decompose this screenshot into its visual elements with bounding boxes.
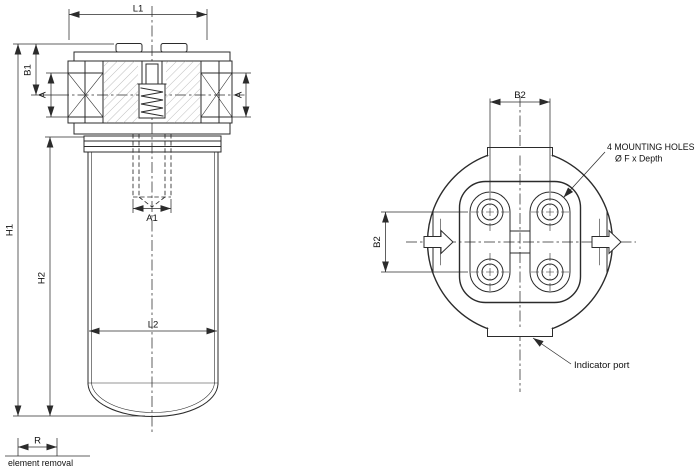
mounting-holes-note-line2: Ø F x Depth — [615, 154, 663, 164]
dim-h2-label: H2 — [37, 272, 48, 284]
bypass-valve-spring — [137, 60, 167, 119]
note-indicator-port: Indicator port — [532, 337, 630, 371]
dim-b1: B1 — [23, 44, 58, 96]
dim-l2: L2 — [89, 320, 217, 335]
dim-b2-side: B2 — [372, 211, 468, 273]
side-view: L1 H1 B1 A A — [5, 4, 251, 468]
filter-head — [67, 43, 233, 135]
element-removal-note: element removal — [5, 455, 90, 468]
dim-r-label: R — [34, 436, 41, 447]
dim-a1-label: A1 — [146, 213, 158, 224]
dim-h2: H2 — [37, 136, 84, 416]
mounting-hole-top-left — [471, 193, 509, 231]
dim-b1-label: B1 — [23, 64, 34, 76]
hidden-thread-port — [132, 134, 172, 208]
dim-b2-side-label: B2 — [372, 236, 383, 248]
dim-a-left: A — [38, 72, 68, 118]
front-view: B2 B2 4 MOUNTING HOLES Ø F x Depth Indic… — [372, 90, 695, 392]
dim-a-left-label: A — [38, 91, 49, 98]
dim-l1: L1 — [68, 4, 208, 40]
dim-l1-label: L1 — [133, 4, 144, 15]
element-removal-label: element removal — [8, 458, 73, 468]
bowl-clamp-collar — [83, 135, 222, 153]
dim-a-right: A — [232, 72, 251, 118]
dim-a-right-label: A — [234, 91, 245, 98]
dim-b2-top-label: B2 — [514, 90, 526, 101]
bolt-boss-bridges — [469, 191, 571, 293]
dim-h1-label: H1 — [5, 224, 16, 236]
mounting-holes-note-line1: 4 MOUNTING HOLES — [607, 142, 695, 152]
flow-arrow-left-icon — [423, 229, 454, 255]
mounting-hole-bottom-left — [471, 253, 509, 291]
bottom-boss — [487, 327, 553, 337]
dim-r: R — [17, 436, 58, 456]
dim-l2-label: L2 — [148, 320, 159, 331]
mounting-flange — [458, 180, 582, 304]
mounting-hole-top-right — [531, 193, 569, 231]
note-mounting-holes: 4 MOUNTING HOLES Ø F x Depth — [563, 142, 695, 198]
mounting-hole-bottom-right — [531, 253, 569, 291]
dim-h1: H1 — [5, 43, 145, 417]
filter-bowl — [87, 151, 219, 418]
flow-arrow-right-icon — [591, 229, 622, 255]
top-boss — [487, 147, 553, 157]
dim-b2-top: B2 — [489, 90, 551, 191]
dim-a1: A1 — [132, 199, 172, 224]
indicator-port-label: Indicator port — [574, 360, 630, 371]
